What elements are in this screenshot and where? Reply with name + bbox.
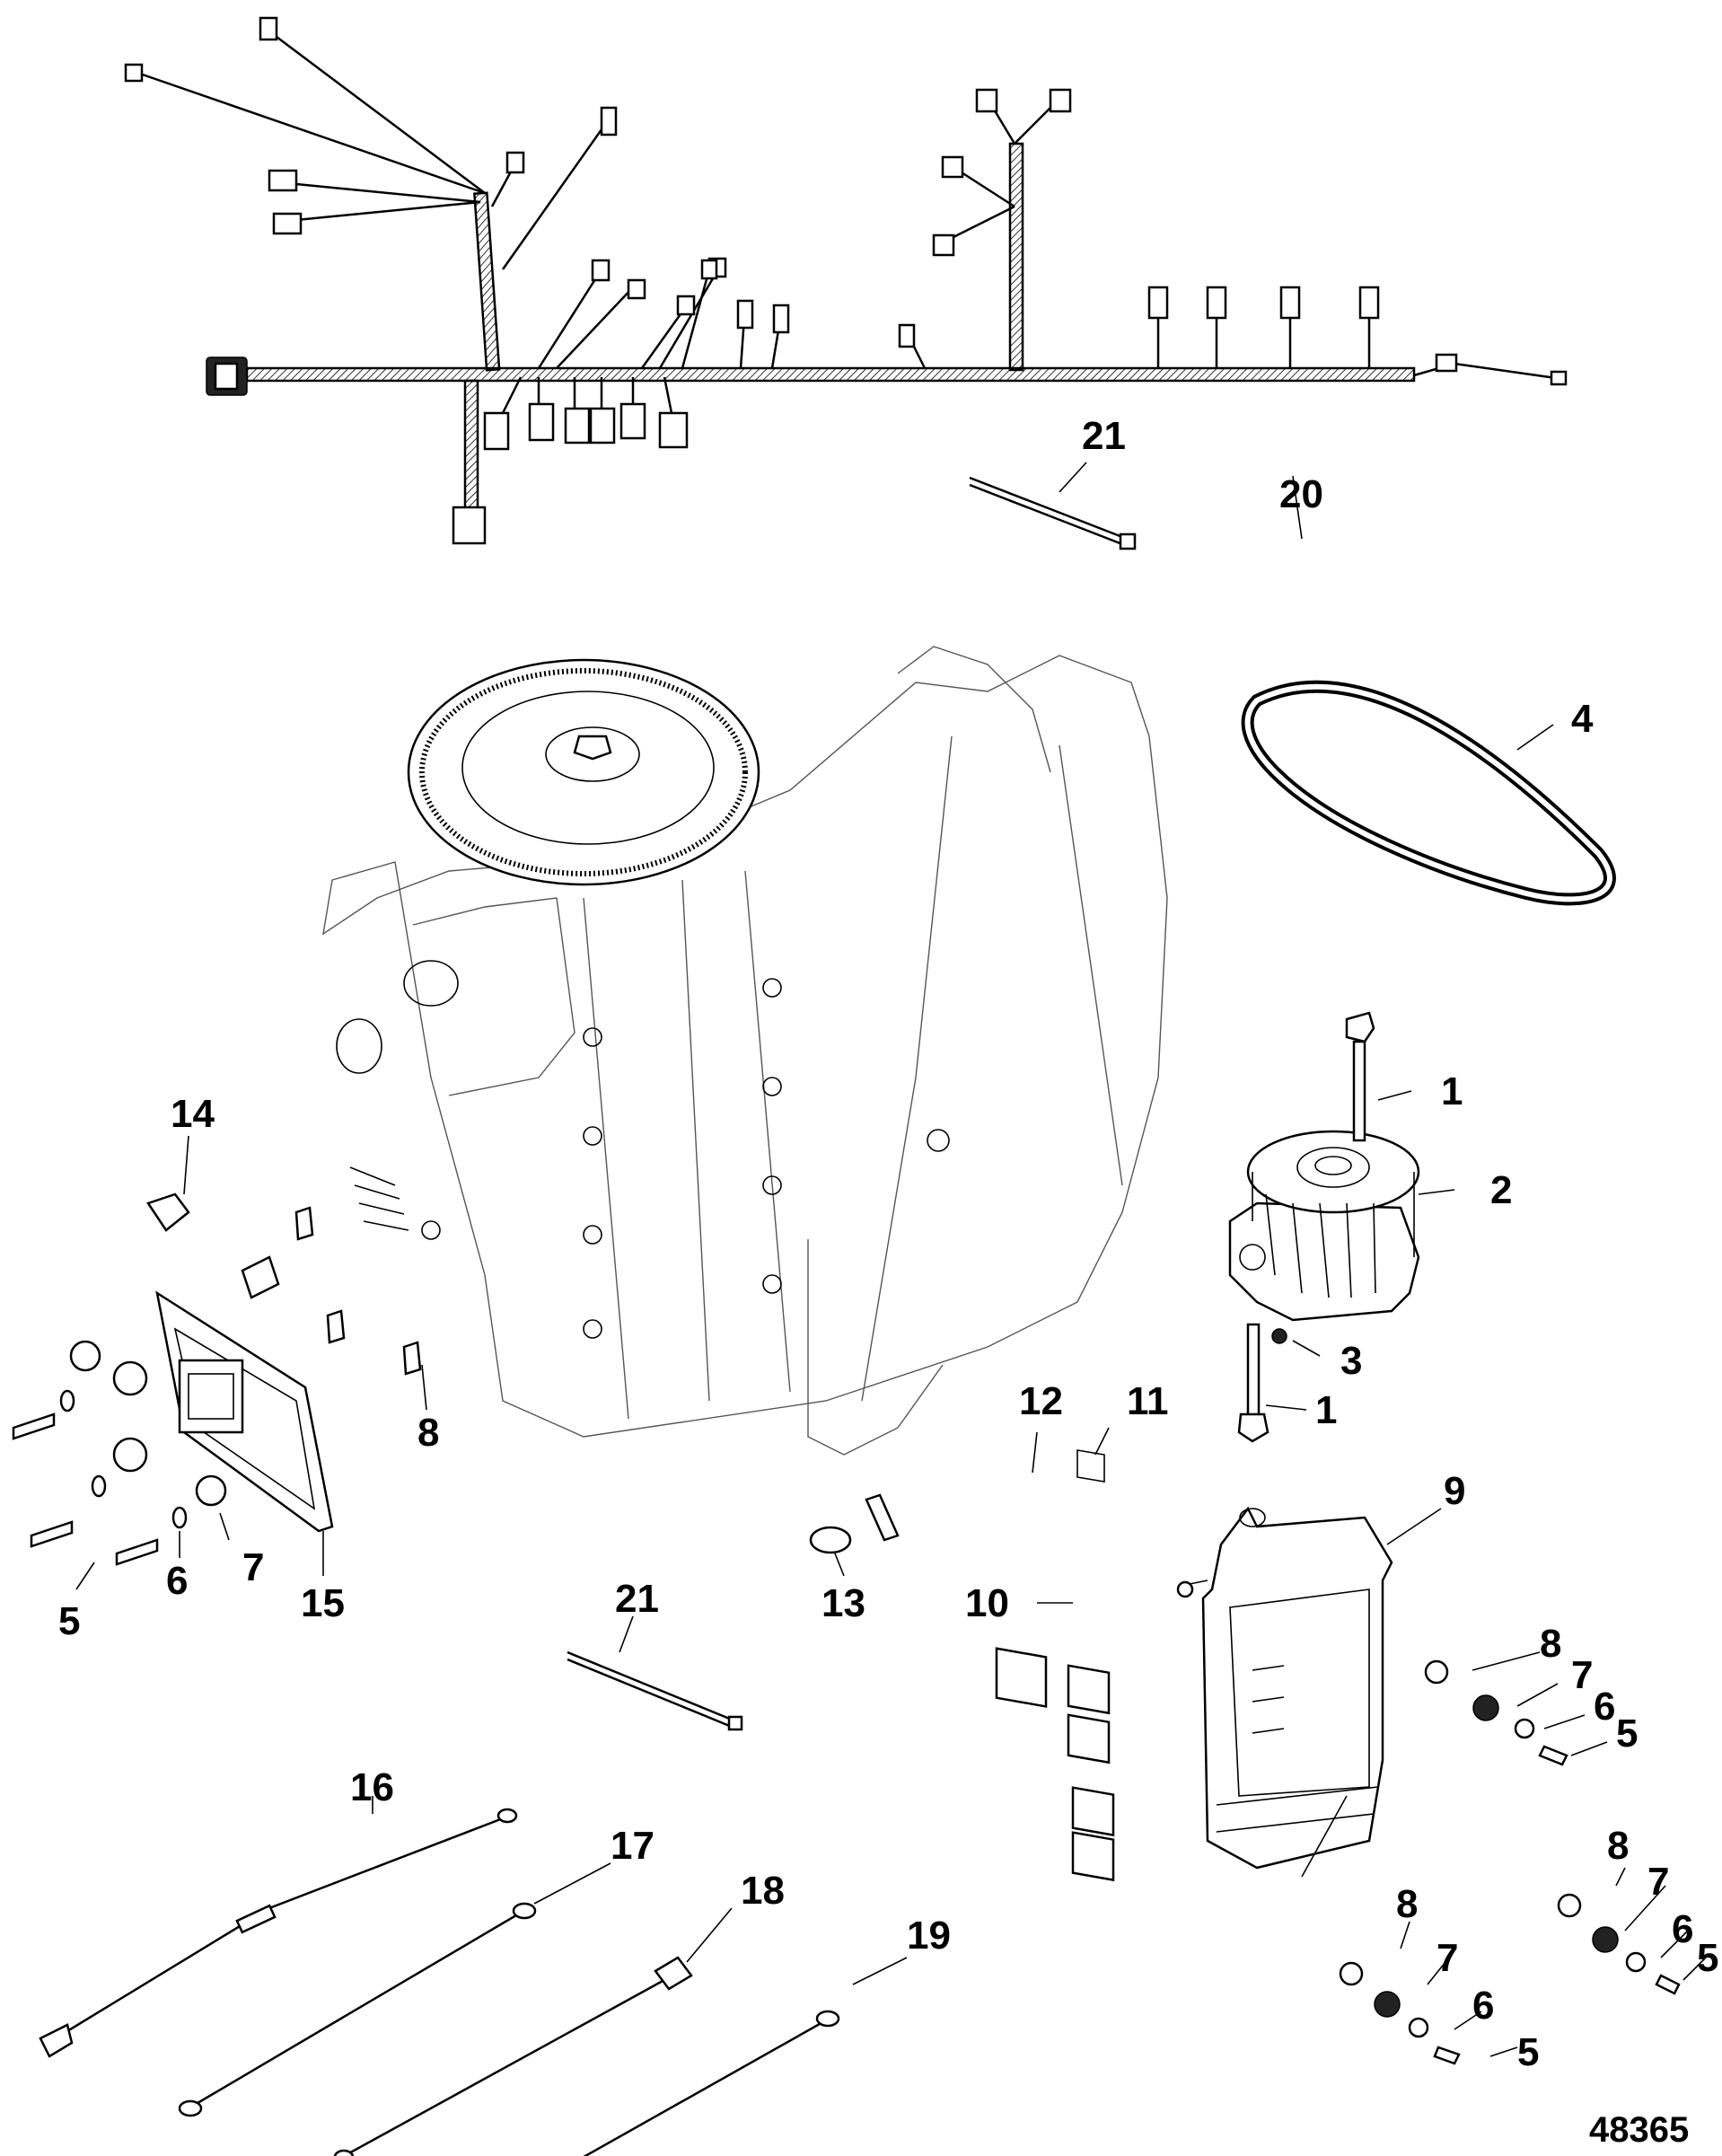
pcm-module [1176,1506,1393,1870]
hardware-group-right-mid [1557,1893,1681,1995]
lead-18 [333,1956,693,2156]
engine-block [322,646,1168,1456]
callout-21-lower: 21 [615,1577,659,1621]
lead-16 [39,1808,518,2058]
callout-7-right-top: 7 [1571,1653,1593,1697]
hardware-group-right-top [1424,1659,1568,1766]
callout-9: 9 [1444,1469,1465,1513]
ecm-grommets [12,1340,227,1566]
callout-18: 18 [741,1869,785,1913]
callout-17: 17 [611,1824,655,1868]
callout-8-right-mid: 8 [1607,1824,1629,1868]
lead-17 [178,1902,537,2117]
callout-13: 13 [821,1581,865,1625]
callout-7-right-mid: 7 [1647,1860,1669,1904]
callout-7-right-low: 7 [1436,1936,1458,1980]
cable-tie-bottom [567,1650,743,1731]
callout-5-right-low: 5 [1517,2030,1539,2074]
callout-5-right-top: 5 [1616,1712,1638,1756]
callout-labels: 1 1 2 3 4 5 5 5 5 6 6 6 6 7 7 7 7 8 8 8 … [58,414,1718,2074]
ecm-bracket [155,1290,334,1533]
leader-lines [75,462,1707,2057]
callout-1-upper: 1 [1441,1069,1463,1113]
lead-19 [583,2010,840,2156]
bolt-lower [1237,1323,1270,1443]
callout-7-left: 7 [242,1545,264,1589]
callout-6-left: 6 [166,1559,188,1603]
nut [1271,1328,1287,1344]
callout-8-right-low: 8 [1396,1882,1418,1926]
callout-6-right-mid: 6 [1672,1907,1693,1951]
relays [995,1449,1115,1882]
callout-2: 2 [1490,1168,1512,1212]
callout-8-right-top: 8 [1540,1622,1561,1666]
cable-tie-top [969,476,1137,550]
callout-5-right-mid: 5 [1697,1936,1718,1980]
callout-16: 16 [350,1765,394,1809]
callout-21-upper: 21 [1082,414,1126,458]
callout-4: 4 [1571,697,1594,741]
callout-3: 3 [1340,1339,1362,1383]
callout-20: 20 [1279,472,1323,516]
clip [146,1192,190,1232]
alternator [1228,1130,1420,1322]
callout-14: 14 [171,1092,215,1136]
bolt-upper [1345,1011,1375,1142]
callout-5-left: 5 [58,1599,80,1643]
callout-1-lower: 1 [1315,1388,1337,1432]
callout-12: 12 [1019,1379,1063,1423]
callout-19: 19 [907,1914,951,1958]
callout-10: 10 [965,1581,1009,1625]
ecm-standoffs [241,1206,422,1376]
callout-6-right-top: 6 [1594,1685,1615,1729]
wiring-harness [124,16,1568,545]
callout-15: 15 [301,1581,345,1625]
hardware-group-right-low [1339,1961,1461,2065]
callout-6-right-low: 6 [1472,1984,1494,2028]
drive-belt [1241,680,1616,906]
figure-number: 48365 [1589,2110,1689,2150]
callout-11: 11 [1127,1379,1169,1423]
connector-13 [809,1493,900,1554]
callout-8-center: 8 [417,1411,439,1455]
